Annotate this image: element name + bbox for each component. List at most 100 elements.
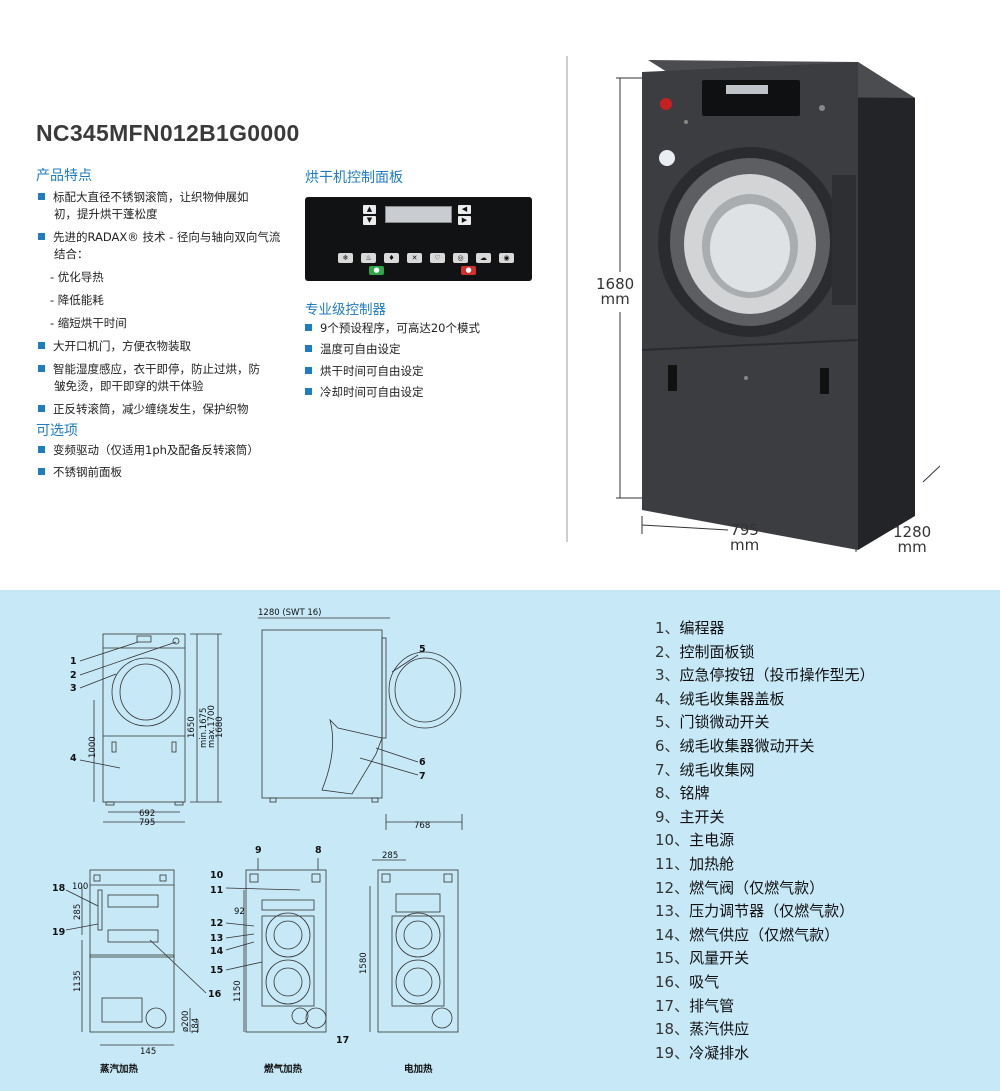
- feature-line: 皱免烫，即干即穿的烘干体验: [54, 379, 204, 393]
- caption-gas: 燃气加热: [264, 1063, 303, 1075]
- callout-7: 7: [419, 771, 426, 782]
- callout-12: 12: [210, 918, 223, 929]
- callout-4: 4: [70, 753, 77, 764]
- divider: [566, 56, 568, 542]
- legend-item: 4、绒毛收集器盖板: [655, 689, 785, 708]
- feature-line: 正反转滚筒，减少缠绕发生，保护织物: [38, 401, 249, 418]
- technical-drawings: 1280 (SWT 16) 768 692 795 1000 1650 min.…: [52, 608, 463, 1075]
- program-icon: ♦: [384, 253, 399, 263]
- dim-back1-d5: ø200: [181, 1011, 191, 1032]
- feature-line: - 缩短烘干时间: [50, 316, 127, 330]
- stop-icon: ●: [461, 266, 476, 275]
- legend-item: 10、主电源: [655, 831, 735, 850]
- bullet-icon: [38, 342, 45, 349]
- feature-line: 大开口机门，方便衣物装取: [38, 338, 191, 355]
- bullet-icon: [305, 324, 312, 331]
- legend-item: 5、门锁微动开关: [655, 713, 770, 732]
- callout-15: 15: [210, 965, 223, 976]
- legend-item: 11、加热舱: [655, 854, 735, 873]
- bullet-icon: [38, 365, 45, 372]
- feature-line: - 降低能耗: [50, 293, 104, 307]
- controller-item: 冷却时间可自由设定: [305, 384, 424, 401]
- callout-10: 10: [210, 870, 224, 881]
- legend-item: 12、燃气阀（仅燃气款）: [655, 878, 825, 897]
- dim-back2-d2: 1150: [233, 980, 243, 1002]
- model-number: NC345MFN012B1G0000: [36, 120, 300, 146]
- callout-18: 18: [52, 883, 66, 894]
- dim-front-w1: 692: [139, 809, 155, 819]
- control-panel-image: ▲ ▼ ◀ ▶ ❄ ♨ ♦ ✕ ♡ ◎ ☁ ◉ ● ●: [305, 197, 532, 281]
- bullet-icon: [305, 345, 312, 352]
- callout-3: 3: [70, 683, 77, 694]
- feature-line: 结合：: [54, 247, 89, 261]
- bullet-icon: [305, 388, 312, 395]
- dim-back1-d2: 285: [73, 904, 83, 920]
- legend-item: 14、燃气供应（仅燃气款）: [655, 925, 840, 944]
- dim-back2-d1: 92: [234, 907, 245, 917]
- control-panel-title: 烘干机控制面板: [305, 170, 403, 186]
- dryer-product-image: [616, 60, 940, 552]
- legend-item: 6、绒毛收集器微动开关: [655, 736, 815, 755]
- feature-line: - 优化导热: [50, 270, 104, 284]
- program-icon: ♡: [430, 253, 445, 263]
- legend-item: 16、吸气: [655, 972, 720, 991]
- dim-front-h4: 1680: [215, 716, 225, 738]
- legend-item: 19、冷凝排水: [655, 1043, 750, 1062]
- dim-back3-d2: 1580: [359, 952, 369, 974]
- legend-item: 7、绒毛收集网: [655, 760, 755, 779]
- legend-item: 2、控制面板锁: [655, 642, 755, 661]
- feature-line: 智能湿度感应，衣干即停，防止过烘，防: [38, 361, 260, 378]
- callout-16: 16: [208, 989, 222, 1000]
- option-item: 不锈钢前面板: [38, 464, 122, 481]
- callout-9: 9: [255, 845, 262, 856]
- bullet-icon: [38, 193, 45, 200]
- dim-back1-d3: 1135: [73, 970, 83, 992]
- controller-item: 9个预设程序，可高达20个模式: [305, 320, 480, 337]
- bullet-icon: [38, 446, 45, 453]
- technical-drawing-section: [0, 590, 1000, 1091]
- controller-title: 专业级控制器: [305, 302, 386, 318]
- program-icon: ♨: [361, 253, 376, 263]
- program-icon: ☁: [476, 253, 491, 263]
- bullet-icon: [38, 233, 45, 240]
- callout-17: 17: [336, 1035, 349, 1046]
- dim-back1-d1: 100: [72, 882, 88, 892]
- feature-line: 初，提升烘干蓬松度: [54, 207, 158, 221]
- callout-11: 11: [210, 885, 223, 896]
- callout-14: 14: [210, 946, 224, 957]
- callout-19: 19: [52, 927, 65, 938]
- option-item: 变频驱动（仅适用1ph及配备反转滚筒）: [38, 442, 259, 459]
- dim-front-h5: 1000: [88, 736, 98, 758]
- dim-back3-d1: 285: [382, 851, 398, 861]
- dim-front-w2: 795: [139, 818, 155, 828]
- legend-item: 3、应急停按钮（投币操作型无）: [655, 666, 875, 685]
- callout-1: 1: [70, 656, 77, 667]
- bullet-icon: [305, 367, 312, 374]
- dim-back1-d4: 145: [140, 1047, 156, 1057]
- callout-13: 13: [210, 933, 223, 944]
- program-icon: ◎: [453, 253, 468, 263]
- dim-front-h1: 1650: [187, 716, 197, 738]
- caption-steam: 蒸汽加热: [100, 1063, 139, 1075]
- controller-item: 烘干时间可自由设定: [305, 363, 424, 380]
- legend-item: 15、风量开关: [655, 949, 750, 968]
- features-title: 产品特点: [36, 168, 92, 184]
- legend-item: 9、主开关: [655, 807, 725, 826]
- dim-side-depth: 768: [414, 821, 430, 831]
- program-icon: ❄: [338, 253, 353, 263]
- feature-line: 标配大直径不锈钢滚筒，让织物伸展如: [38, 189, 249, 206]
- program-icon: ✕: [407, 253, 422, 263]
- dim-back1-d6: 184: [191, 1018, 201, 1034]
- legend-item: 13、压力调节器（仅燃气款）: [655, 902, 855, 921]
- right-arrow-icon: ▶: [458, 216, 471, 225]
- product-sheet-top: NC345MFN012B1G0000 产品特点 标配大直径不锈钢滚筒，让织物伸展…: [36, 56, 940, 556]
- callout-6: 6: [419, 757, 426, 768]
- callout-5: 5: [419, 644, 426, 655]
- callout-8: 8: [315, 845, 322, 856]
- dim-front-h2: min.1675: [199, 708, 209, 748]
- bullet-icon: [38, 468, 45, 475]
